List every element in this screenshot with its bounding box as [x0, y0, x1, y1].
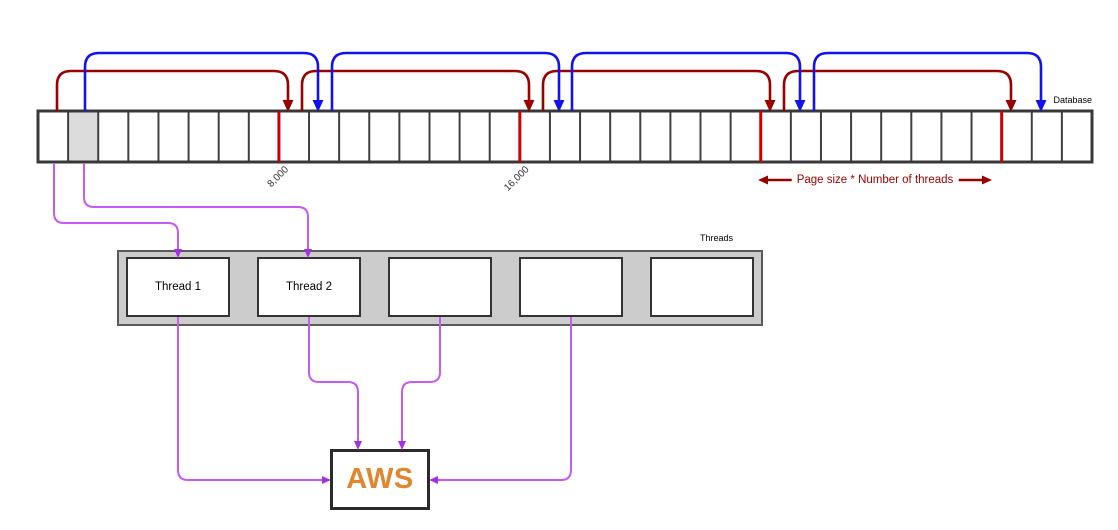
thread-box-label: Thread 2 — [285, 281, 333, 293]
fetch-arc — [300, 69, 531, 111]
database-strip — [36, 109, 1094, 164]
fetch-arc — [812, 51, 1043, 111]
thread-box-1: Thread 1 — [126, 257, 230, 317]
threads-container: Thread 1 Thread 2 — [117, 250, 763, 326]
thread2-to-aws — [308, 317, 362, 450]
thread-box-4 — [519, 257, 623, 317]
shaded-cell — [68, 112, 99, 161]
thread-box-3 — [388, 257, 492, 317]
fetch-arc — [55, 69, 290, 111]
fetch-arc — [83, 51, 320, 111]
thread-box-5 — [650, 257, 754, 317]
fetch-arc — [541, 69, 772, 111]
thread-box-2: Thread 2 — [257, 257, 361, 317]
fetch-arcs-dark-red — [55, 69, 1017, 112]
aws-label: AWS — [346, 463, 414, 495]
thread-box-label: Thread 1 — [154, 281, 202, 293]
fetch-arc — [330, 51, 561, 111]
aws-box: AWS — [330, 449, 430, 510]
threads-label: Threads — [699, 233, 733, 243]
page-size-label: Page size * Number of threads — [791, 173, 959, 187]
fetch-arcs-blue — [83, 51, 1047, 112]
database-label: Database — [1053, 95, 1092, 105]
fetch-arc — [570, 51, 802, 111]
thread4-to-aws — [429, 317, 572, 484]
fetch-arc — [782, 69, 1013, 111]
thread1-to-aws — [177, 317, 331, 484]
offset-marker-16000-text: 16,000 — [502, 164, 532, 194]
thread3-to-aws — [398, 317, 441, 450]
db-cell1-to-thread1 — [53, 163, 182, 258]
offset-marker-8000-text: 8,000 — [265, 164, 291, 190]
